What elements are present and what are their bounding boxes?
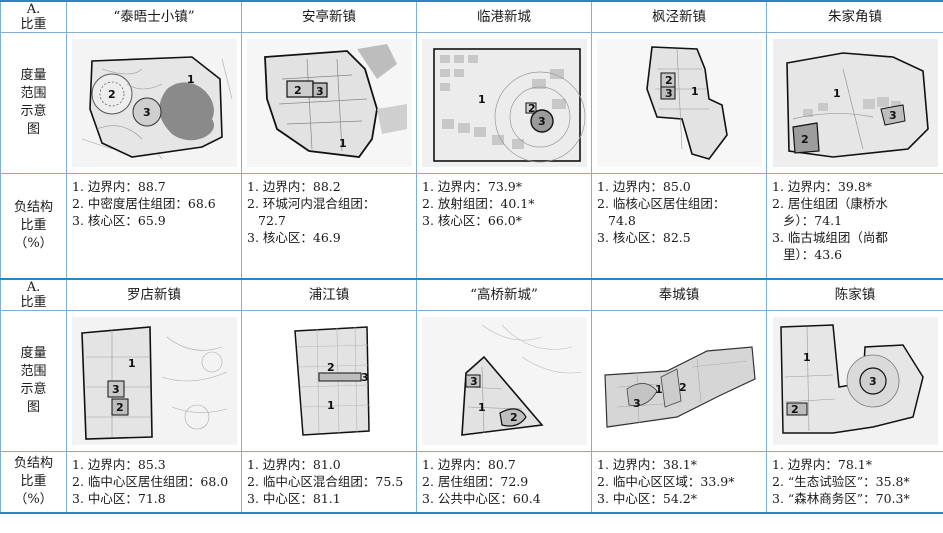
map-label: 1 (655, 383, 663, 396)
map-label: 3 (470, 375, 478, 388)
map-cell: 2 3 1 (591, 32, 767, 174)
stat-cell: 1. 边界内：39.8* 2. 居住组团（康桥水 乡）：74.1 3. 临古城组… (766, 173, 943, 280)
stat-row-1: 负结构比重（%） 1. 边界内：88.7 2. 中密度居住组团：68.6 3. … (0, 173, 943, 280)
map-thumbnail: 2 3 1 (596, 39, 762, 167)
stat-cell: 1. 边界内：88.2 2. 环城河内混合组团： 72.7 3. 核心区：46.… (241, 173, 417, 280)
map-label: 3 (869, 375, 877, 388)
map-label: 1 (478, 401, 486, 414)
map-thumbnail: 1 2 3 (71, 39, 237, 167)
comparison-table: A.比重 “泰晤士小镇” 安亭新镇 临港新城 枫泾新镇 朱家角镇 度量范围示意图 (0, 0, 943, 514)
map-label: 3 (633, 397, 641, 410)
stat-cell: 1. 边界内：85.3 2. 临中心区居住组团：68.0 3. 中心区：71.8 (66, 451, 242, 514)
map-label: 1 (833, 87, 841, 100)
map-label: 1 (327, 399, 335, 412)
stat-cell: 1. 边界内：80.7 2. 居住组团：72.9 3. 公共中心区：60.4 (416, 451, 592, 514)
stat-cell: 1. 边界内：85.0 2. 临核心区居住组团： 74.8 3. 核心区：82.… (591, 173, 767, 280)
map-thumbnail: 3 1 2 (421, 317, 587, 445)
map-label: 1 (803, 351, 811, 364)
map-label: 2 (528, 102, 536, 115)
town-name: 临港新城 (416, 0, 592, 33)
header-row-1: A.比重 “泰晤士小镇” 安亭新镇 临港新城 枫泾新镇 朱家角镇 (0, 0, 943, 33)
map-cell: 1 3 2 (766, 310, 943, 452)
map-label: 1 (478, 93, 486, 106)
map-cell: 1 2 3 (416, 32, 592, 174)
map-cell: 3 1 2 (416, 310, 592, 452)
row-label-stat: 负结构比重（%） (0, 173, 67, 280)
stat-cell: 1. 边界内：38.1* 2. 临中心区区域：33.9* 3. 中心区：54.2… (591, 451, 767, 514)
town-name: 罗店新镇 (66, 278, 242, 311)
map-label: 2 (679, 381, 687, 394)
town-name: “高桥新城” (416, 278, 592, 311)
map-row-1: 度量范围示意图 1 2 3 (0, 32, 943, 174)
map-thumbnail: 2 3 1 (246, 39, 412, 167)
map-label: 2 (327, 361, 335, 374)
map-thumbnail: 2 3 1 (246, 317, 412, 445)
row-label-a: A.比重 (0, 0, 67, 33)
map-label: 2 (665, 74, 673, 87)
town-name: 安亭新镇 (241, 0, 417, 33)
map-cell: 2 3 1 (241, 310, 417, 452)
map-label: 3 (316, 85, 324, 98)
row-label-stat: 负结构比重（%） (0, 451, 67, 514)
row-label-a: A.比重 (0, 278, 67, 311)
stat-row-2: 负结构比重（%） 1. 边界内：85.3 2. 临中心区居住组团：68.0 3.… (0, 451, 943, 514)
town-name: 枫泾新镇 (591, 0, 767, 33)
map-thumbnail: 1 3 2 (71, 317, 237, 445)
row-label-map: 度量范围示意图 (0, 310, 67, 452)
map-label: 2 (116, 401, 124, 414)
map-label: 1 (187, 73, 195, 86)
map-label: 2 (294, 84, 302, 97)
map-label: 2 (510, 411, 518, 424)
map-label: 3 (889, 109, 897, 122)
map-label: 2 (108, 88, 116, 101)
map-label: 3 (143, 106, 151, 119)
map-cell: 1 2 3 (66, 32, 242, 174)
map-cell: 1 3 2 (766, 32, 943, 174)
map-label: 2 (801, 133, 809, 146)
map-thumbnail: 1 3 2 (772, 39, 938, 167)
town-name: 朱家角镇 (766, 0, 943, 33)
map-label: 1 (128, 357, 136, 370)
map-label: 3 (665, 87, 673, 100)
header-row-2: A.比重 罗店新镇 浦江镇 “高桥新城” 奉城镇 陈家镇 (0, 278, 943, 311)
map-thumbnail: 1 2 3 (421, 39, 587, 167)
row-label-map: 度量范围示意图 (0, 32, 67, 174)
map-label: 3 (112, 383, 120, 396)
town-name: “泰晤士小镇” (66, 0, 242, 33)
stat-cell: 1. 边界内：88.7 2. 中密度居住组团：68.6 3. 核心区：65.9 (66, 173, 242, 280)
map-label: 1 (691, 85, 699, 98)
map-label: 1 (339, 137, 347, 150)
stat-cell: 1. 边界内：81.0 2. 临中心区混合组团：75.5 3. 中心区：81.1 (241, 451, 417, 514)
town-name: 奉城镇 (591, 278, 767, 311)
town-name: 陈家镇 (766, 278, 943, 311)
map-cell: 1 2 3 (591, 310, 767, 452)
stat-cell: 1. 边界内：73.9* 2. 放射组团：40.1* 3. 核心区：66.0* (416, 173, 592, 280)
map-label: 3 (538, 115, 546, 128)
map-row-2: 度量范围示意图 1 3 2 (0, 310, 943, 452)
map-cell: 2 3 1 (241, 32, 417, 174)
map-thumbnail: 1 3 2 (772, 317, 938, 445)
map-cell: 1 3 2 (66, 310, 242, 452)
map-thumbnail: 1 2 3 (596, 317, 762, 445)
map-label: 2 (791, 403, 799, 416)
stat-cell: 1. 边界内：78.1* 2. “生态试验区”：35.8* 3. “森林商务区”… (766, 451, 943, 514)
town-name: 浦江镇 (241, 278, 417, 311)
map-label: 3 (361, 371, 369, 384)
